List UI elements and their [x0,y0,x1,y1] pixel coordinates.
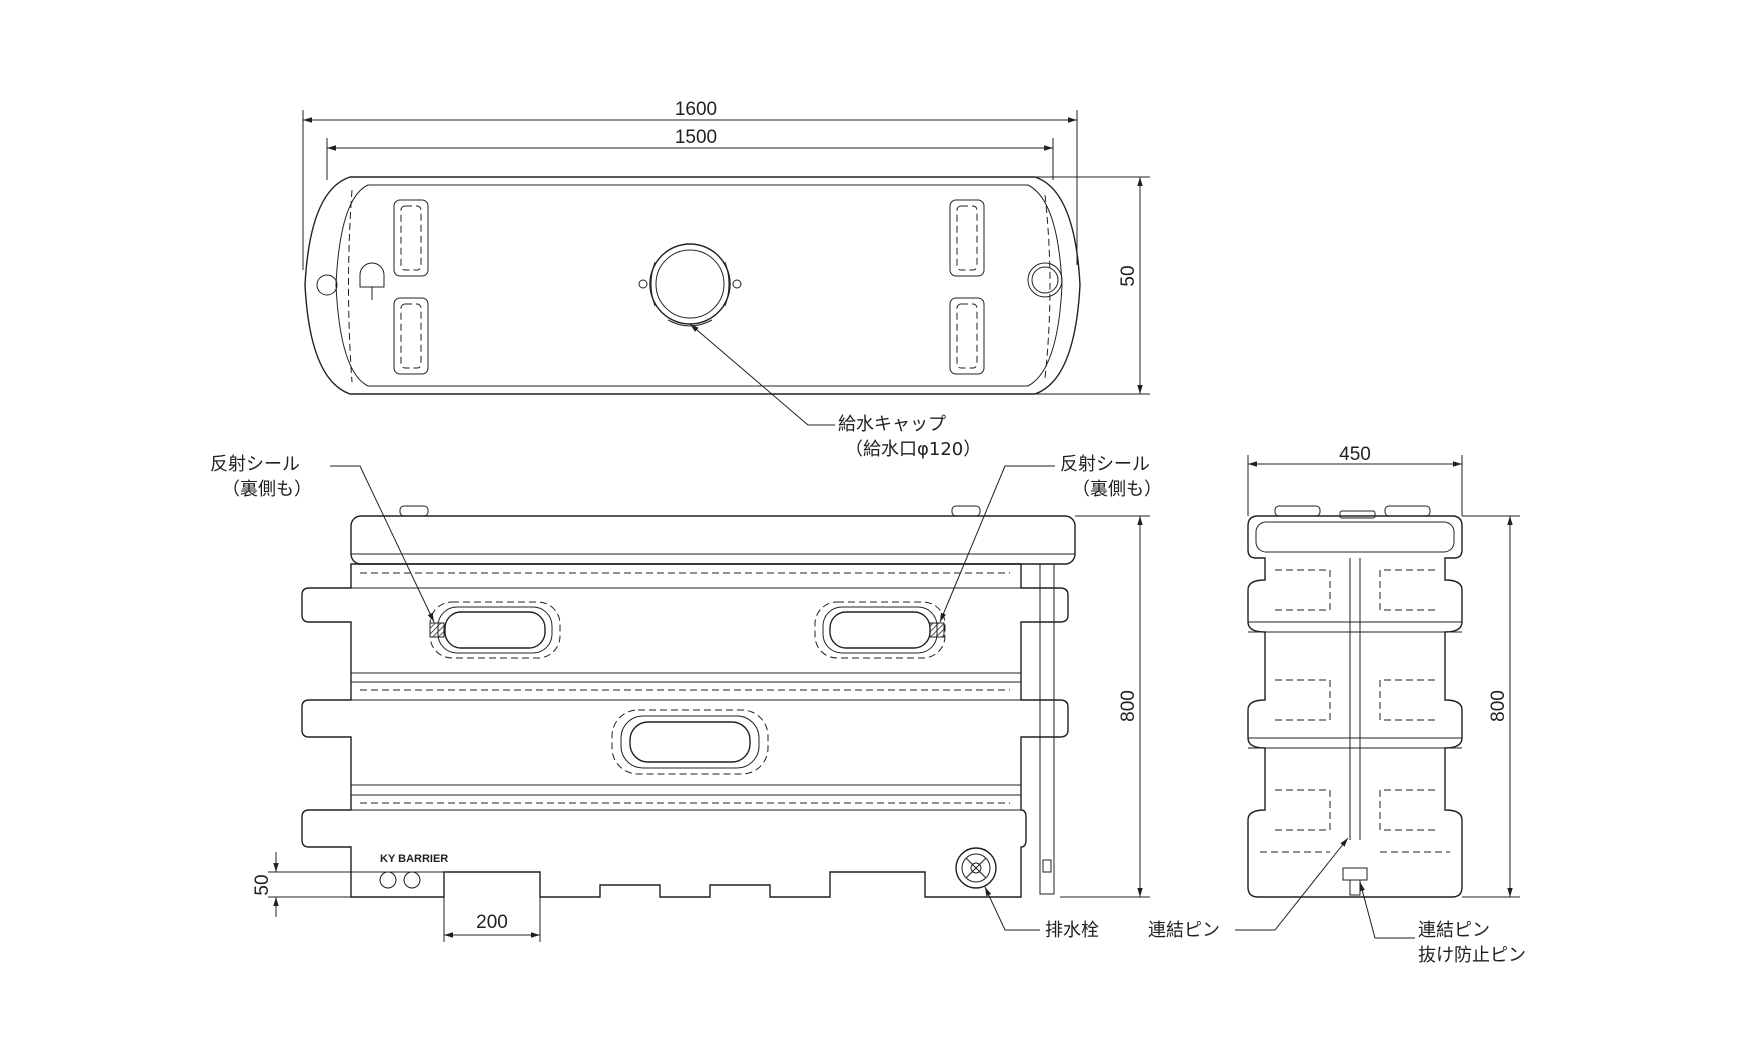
callout-water-cap-2: （給水口φ120） [845,439,981,460]
brand-label: KY BARRIER [380,853,448,865]
top-view: 1600 1500 50 [302,99,1150,395]
callout-reflect-left-1: 反射シール [210,454,300,475]
drain-plug [955,847,997,889]
dim-front-height: 800 [1118,690,1139,722]
callout-pin-stopper-2: 抜け防止ピン [1418,945,1526,966]
callout-reflect-right-2: （裏側も） [1072,479,1162,500]
dim-side-width: 450 [1339,444,1371,465]
dim-notch-width: 200 [476,912,508,933]
callout-water-cap-1: 給水キャップ [838,414,946,435]
reflective-seal-left [429,622,445,638]
water-cap [649,243,731,325]
reflective-seal-right [929,622,945,638]
pin-stopper [1342,867,1368,881]
callout-connect-pin: 連結ピン [1148,920,1220,941]
callout-pin-stopper-1: 連結ピン [1418,920,1490,941]
dim-foot-height: 50 [252,874,273,895]
dim-1500: 1500 [675,127,717,148]
callout-reflect-right-1: 反射シール [1060,454,1150,475]
side-view: 450 [1247,444,1463,898]
dim-1600: 1600 [675,99,717,120]
callout-drain-plug: 排水栓 [1045,920,1099,941]
front-view: KY BARRIER [301,505,1076,898]
callout-reflect-left-2: （裏側も） [222,479,312,500]
dim-side-height: 800 [1488,690,1509,722]
dim-top-height: 50 [1118,265,1139,286]
